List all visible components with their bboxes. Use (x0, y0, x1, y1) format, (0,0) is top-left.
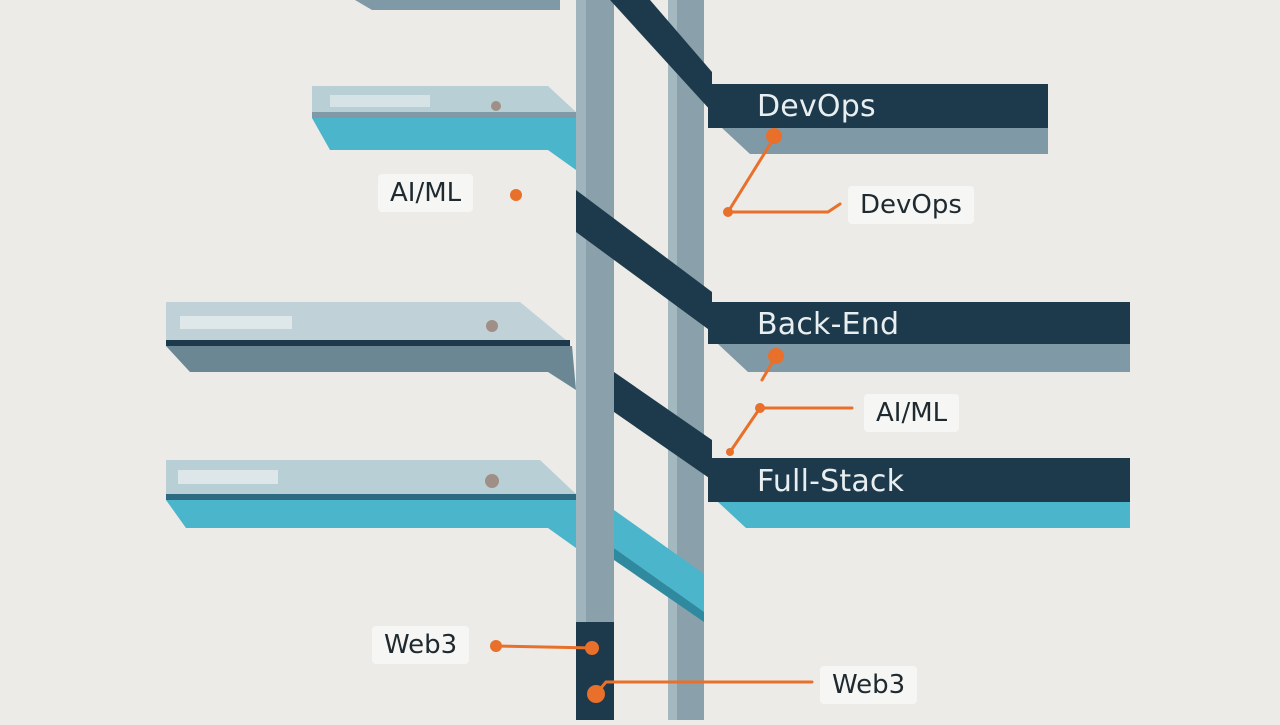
callout-devops-right: DevOps (848, 186, 974, 224)
left-bar-3-stripe (166, 494, 576, 500)
bar-label-backend: Back-End (757, 307, 900, 342)
bar-label-devops: DevOps (757, 89, 876, 124)
left-bar-3-top (166, 460, 576, 494)
dot-ai-ml-left (510, 189, 522, 201)
bar-label-fullstack: Full-Stack (757, 464, 905, 499)
left-bar-1-teal (312, 118, 576, 170)
leader-dots (490, 128, 784, 703)
dot-web3-left (490, 640, 502, 652)
callout-web3-left: Web3 (372, 626, 470, 664)
diagonal-connector-3 (614, 372, 712, 480)
dot-web3-right (587, 685, 605, 703)
left-bar-1-stripe (312, 112, 576, 118)
callout-ai-ml-left: AI/ML (378, 174, 474, 212)
dot-backend (768, 348, 784, 364)
dot-fullstack (726, 448, 734, 456)
left-bar-2-dot (486, 320, 498, 332)
diagonal-connector-4 (614, 510, 704, 612)
left-post-dark-base (576, 622, 614, 720)
dot-devops-left (723, 207, 733, 217)
right-bar-fullstack (708, 458, 1130, 502)
left-bar-1-placeholder-text (330, 95, 430, 107)
leader-web3-left (494, 644, 596, 650)
left-bar-2-top (166, 302, 566, 340)
diagonal-connector-4-edge (614, 548, 704, 622)
diagonal-connector-1 (610, 0, 712, 112)
right-post-highlight (668, 0, 677, 720)
leader-ai-ml-right-3 (728, 406, 762, 454)
callout-web3-right: Web3 (820, 666, 918, 704)
dot-ai-ml-right (755, 403, 765, 413)
callout-ai-ml-right: AI/ML (864, 394, 960, 432)
diagonal-connector-2 (576, 190, 712, 332)
left-bar-2-slate (166, 346, 576, 390)
leader-devops (725, 136, 842, 214)
dot-web3-left-end (585, 641, 599, 655)
right-bar-fullstack-teal (718, 502, 1130, 528)
left-bar-2-placeholder-text (180, 316, 292, 329)
left-post-highlight (576, 0, 586, 720)
left-bar-2-stripe (166, 340, 570, 346)
left-bar-3-dot (485, 474, 499, 488)
left-bar-3-teal (166, 500, 576, 548)
right-bar-backend (708, 302, 1130, 344)
top-fragment-bar (355, 0, 560, 10)
right-bar-devops-shadow (722, 128, 1048, 154)
left-bar-1-dot (491, 101, 501, 111)
right-bar-backend-shadow (718, 344, 1130, 372)
right-bar-devops (708, 84, 1048, 128)
left-bar-3-placeholder-text (178, 470, 278, 484)
dot-devops-top (766, 128, 782, 144)
